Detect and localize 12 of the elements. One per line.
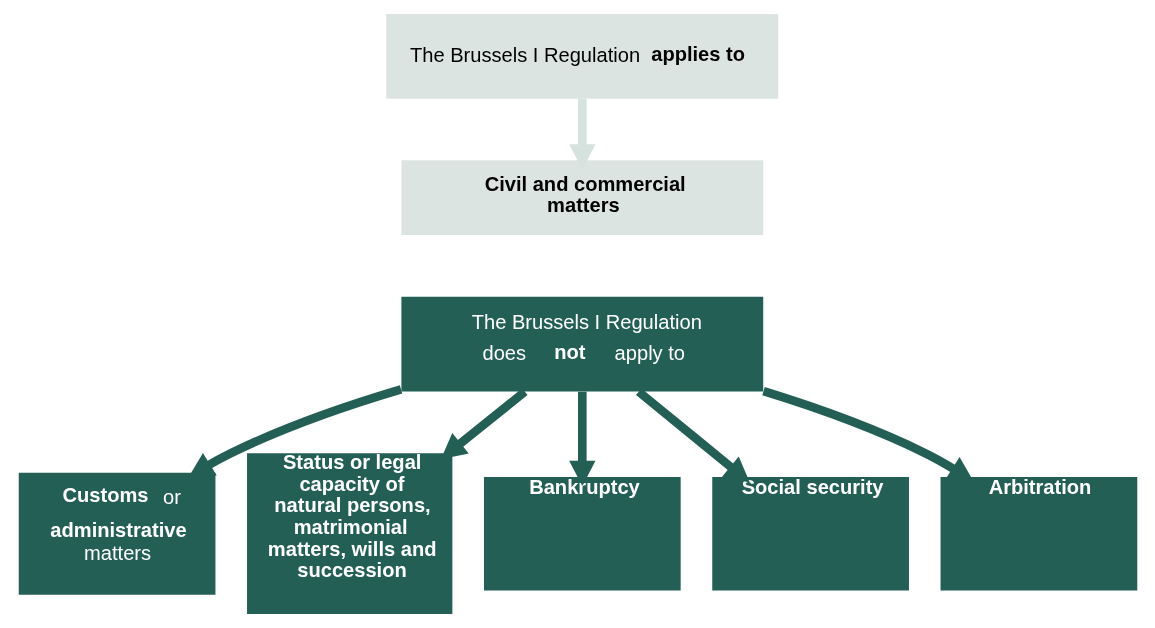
node-box: Social security <box>711 476 909 591</box>
node-box: Bankruptcy <box>483 476 681 591</box>
node-box: The Brussels I Regulation does not apply to <box>400 296 763 392</box>
node-box: Customs or administrative matters <box>18 472 215 595</box>
node-box: The Brussels I Regulation applies to <box>385 13 778 99</box>
arrow <box>188 385 402 478</box>
arrow <box>568 391 595 486</box>
node-box: Status or legal capacity of natural persons, matrimonial matters, wills and succession <box>246 453 452 615</box>
node-box: Arbitration <box>940 476 1137 591</box>
arrow <box>440 388 527 459</box>
arrow <box>635 388 750 483</box>
node-box: Civil and commercial matters <box>400 160 763 236</box>
